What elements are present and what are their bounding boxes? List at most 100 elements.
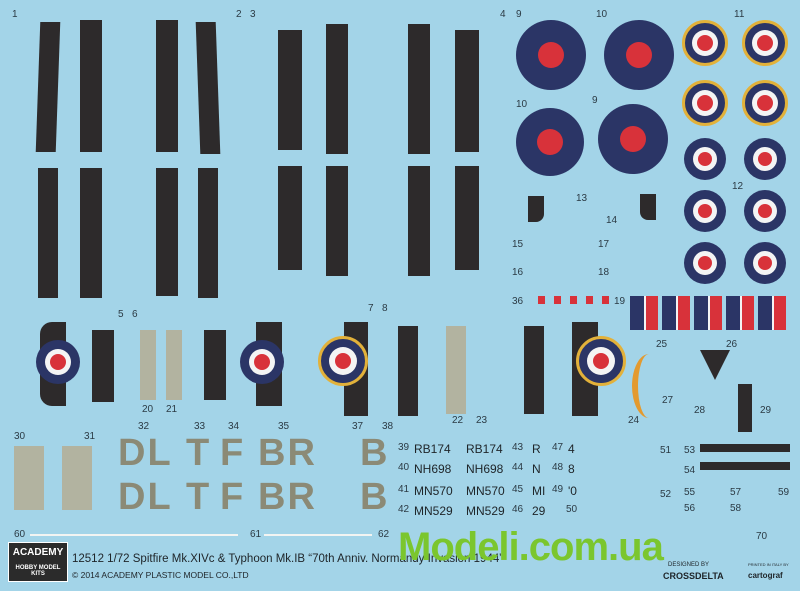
roundel-yellow-3 <box>682 80 728 126</box>
academy-logo: ACADEMY HOBBY MODEL KITS <box>8 542 68 582</box>
letter-a-3: MI <box>532 484 546 498</box>
line-60 <box>30 534 238 536</box>
decal-number-19: 19 <box>614 296 626 307</box>
serial-right-3: MN570 <box>466 484 505 498</box>
decal-number-2: 2 <box>236 9 242 20</box>
decal-number-61: 61 <box>250 529 262 540</box>
code-br-2: BR <box>258 476 317 518</box>
decal-number-10: 10 <box>596 9 608 20</box>
decal-number-12: 12 <box>732 181 744 192</box>
designed-by-label: DESIGNED BY <box>668 562 710 568</box>
decal-number-41: 41 <box>398 484 410 495</box>
logo-top: ACADEMY <box>12 547 64 558</box>
decal-number-22: 22 <box>452 415 464 426</box>
decal-number-29: 29 <box>760 405 772 416</box>
kit-title: 12512 1/72 Spitfire Mk.XIVc & Typhoon Mk… <box>72 553 504 565</box>
line-61 <box>264 534 372 536</box>
decal-number-4: 4 <box>500 9 506 20</box>
stripe-7 <box>156 168 178 296</box>
code-f-1: F <box>220 432 246 474</box>
roundel-mid-2 <box>240 340 284 384</box>
decal-number-13: 13 <box>576 193 588 204</box>
stripe-20a <box>204 330 226 400</box>
decal-number-31: 31 <box>84 431 96 442</box>
decal-number-21: 21 <box>166 404 178 415</box>
code-br-1: BR <box>258 432 317 474</box>
copyright: © 2014 ACADEMY PLASTIC MODEL CO.,LTD <box>72 570 249 580</box>
stripe-14 <box>326 166 348 276</box>
roundel-large-10b <box>516 108 584 176</box>
roundel-mid-3 <box>318 336 368 386</box>
decal-25 <box>700 350 730 380</box>
letter-a-2: N <box>532 462 541 476</box>
roundel-small-5 <box>684 242 726 284</box>
decal-number-47: 47 <box>552 442 564 453</box>
stripe-22 <box>446 326 466 414</box>
roundel-yellow-2 <box>742 20 788 66</box>
roundel-large-10 <box>604 20 674 90</box>
decal-number-9b: 9 <box>592 95 598 106</box>
decal-number-25: 25 <box>656 339 668 350</box>
code-dl-2: DL <box>118 476 173 518</box>
serial-left-4: MN529 <box>414 504 453 518</box>
decal-number-14: 14 <box>606 215 618 226</box>
roundel-small-4 <box>744 190 786 232</box>
letter-a-4: 29 <box>532 504 546 518</box>
stripe-3 <box>156 20 178 152</box>
stripe-9 <box>278 30 302 150</box>
decal-27-arc <box>632 354 666 418</box>
stripe-11 <box>408 24 430 154</box>
decal-number-50: 50 <box>566 504 578 515</box>
decal-number-60: 60 <box>14 529 26 540</box>
decal-number-1: 1 <box>12 9 18 20</box>
decal-number-52: 52 <box>660 489 672 500</box>
letter-b-3: '0 <box>568 484 577 498</box>
decal-number-59: 59 <box>778 487 790 498</box>
decal-number-32: 32 <box>138 421 150 432</box>
serial-right-1: RB174 <box>466 442 503 456</box>
letter-a-1: R <box>532 442 541 456</box>
stripe-15 <box>408 166 430 276</box>
roundel-yellow-4 <box>742 80 788 126</box>
roundel-small-2 <box>744 138 786 180</box>
decal-number-28: 28 <box>694 405 706 416</box>
code-t-1: T <box>186 432 212 474</box>
roundel-large-9b <box>598 104 668 174</box>
decal-number-35: 35 <box>278 421 290 432</box>
decal-13 <box>528 196 544 222</box>
decal-number-36: 36 <box>512 296 524 307</box>
stripe-16 <box>455 166 479 270</box>
decal-number-20: 20 <box>142 404 154 415</box>
decal-number-23: 23 <box>476 415 488 426</box>
roundel-mid-4 <box>576 336 626 386</box>
decal-54 <box>700 462 790 470</box>
stripe-6 <box>80 168 102 298</box>
stripe-23 <box>524 326 544 414</box>
decal-number-3: 3 <box>250 9 256 20</box>
decal-number-8: 8 <box>382 303 388 314</box>
decal-number-42: 42 <box>398 504 410 515</box>
roundel-small-6 <box>744 242 786 284</box>
letter-b-1: 4 <box>568 442 575 456</box>
printer-name: cartograf <box>748 571 783 580</box>
stripe-2 <box>80 20 102 152</box>
decal-number-43: 43 <box>512 442 524 453</box>
code-f-2: F <box>220 476 246 518</box>
decal-14 <box>640 194 656 220</box>
decal-number-56: 56 <box>684 503 696 514</box>
decal-53 <box>700 444 790 452</box>
stripe-30 <box>14 446 44 510</box>
decal-number-46: 46 <box>512 504 524 515</box>
decal-number-37: 37 <box>352 421 364 432</box>
code-b-1: B <box>360 432 390 474</box>
decal-number-6: 6 <box>132 309 138 320</box>
stripe-4 <box>195 22 221 154</box>
designer-name: CROSSDELTA <box>663 571 724 581</box>
stripe-5 <box>38 168 58 298</box>
decal-number-57: 57 <box>730 487 742 498</box>
decal-number-53: 53 <box>684 445 696 456</box>
code-dl-1: DL <box>118 432 173 474</box>
decal-number-17: 17 <box>598 239 610 250</box>
printed-by-label: PRINTED IN ITALY BY <box>748 562 789 567</box>
